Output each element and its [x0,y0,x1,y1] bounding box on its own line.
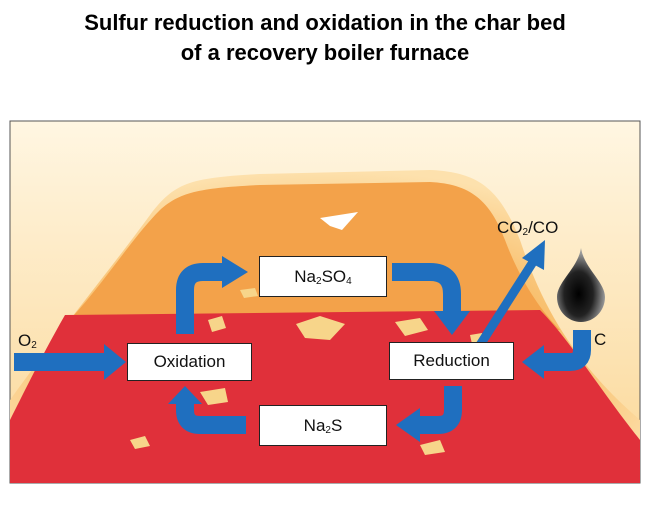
oxygen-label: O2 [18,331,37,351]
carbon-label: C [594,330,607,349]
carbon-oxides-label: CO2/CO [497,218,559,238]
carbon-inflow-arrow [542,330,591,371]
oxygen-arrowhead [104,344,126,380]
flake [240,288,258,298]
carbon-oxides-arrowhead [522,240,545,270]
flake [130,436,150,449]
reduction-to-sulfide-arrow [418,386,462,434]
carbon-oxides-outflow-arrow [476,259,537,348]
title-line-2: of a recovery boiler furnace [180,40,470,65]
diagram-title: Sulfur reduction and oxidation in the ch… [0,8,650,68]
sulfate-arrowhead [434,311,470,335]
flake [395,318,428,336]
reduction-arrowhead [396,408,420,442]
reduction-label: Reduction [413,351,490,370]
carbon-droplet-icon [557,248,605,322]
carbon-arrowhead [522,345,544,379]
char-flakes [130,288,484,455]
flake [208,316,226,332]
oxidation-label: Oxidation [153,352,226,371]
sulfide-to-oxidation-arrow [176,400,246,434]
reduction-box: Reduction [389,342,514,380]
flake [200,388,228,405]
sulfide-box: Na2S [259,405,387,446]
sulfate-box: Na2SO4 [259,256,387,297]
oxidation-arrowhead [222,256,248,288]
sulfide-formula: Na2S [303,415,343,436]
sulfide-arrowhead [168,386,202,404]
arrowheads [104,240,545,442]
reaction-arrows [14,263,591,434]
title-line-1: Sulfur reduction and oxidation in the ch… [84,10,566,35]
flake [296,316,345,340]
oxidation-box: Oxidation [127,343,252,381]
sulfate-formula: Na2SO4 [294,266,352,287]
oxidation-to-sulfate-arrow [176,263,226,334]
flake [420,440,445,455]
sulfate-to-reduction-arrow [392,263,461,313]
white-flake [320,212,358,230]
